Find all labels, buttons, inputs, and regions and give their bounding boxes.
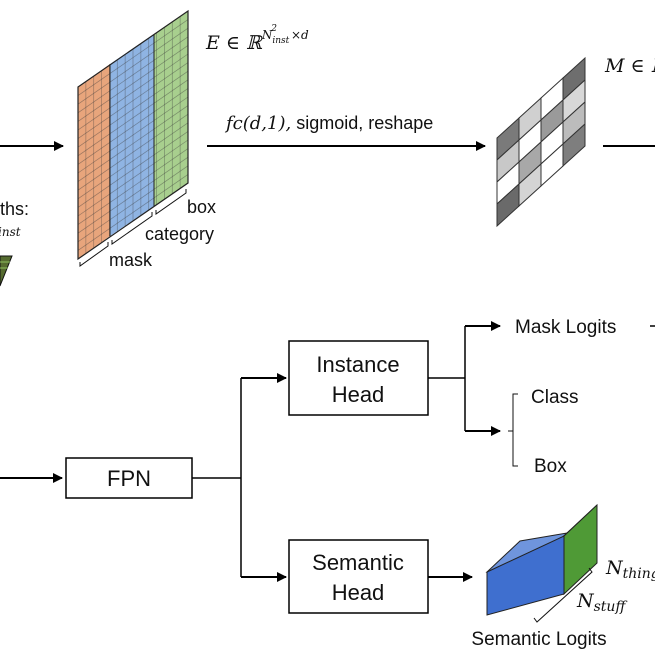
- left-cut-sub: inst: [0, 225, 21, 239]
- mask-segment: [78, 64, 110, 259]
- box-output-label: Box: [534, 456, 567, 477]
- mask-logits-label: Mask Logits: [515, 317, 616, 338]
- n-thing-label: Nthing: [605, 557, 655, 582]
- mask-cell: [562, 122, 586, 168]
- semantic-logits-cuboid: [485, 503, 598, 616]
- mask-matrix: [496, 56, 586, 228]
- mask-matrix-label: M ∈ ℝ: [604, 55, 655, 77]
- category-bracket: [111, 212, 153, 245]
- box-segment: [154, 11, 188, 206]
- fpn-label: FPN: [107, 466, 151, 491]
- fc-label: fc(d,1), sigmoid, reshape: [224, 113, 433, 134]
- category-segment: [110, 34, 154, 236]
- box-bracket: [155, 189, 187, 215]
- box-label: box: [187, 197, 216, 217]
- fpn-box: [65, 457, 193, 499]
- category-label: category: [145, 224, 214, 244]
- cut-off-shape: [0, 255, 13, 287]
- semantic-head-line1: Semantic: [312, 550, 404, 575]
- instance-head-line1: Instance: [316, 352, 399, 377]
- embedding-matrix: [77, 9, 189, 261]
- class-box-bracket: [512, 393, 518, 467]
- n-stuff-label: Nstuff: [576, 590, 627, 615]
- mask-bracket: [79, 242, 109, 267]
- n-stuff-bracket: [533, 567, 593, 623]
- mask-label: mask: [109, 250, 153, 270]
- semantic-head-line2: Head: [332, 580, 385, 605]
- embedding-label: E ∈ ℝNinst2×d: [205, 24, 309, 54]
- instance-head-box: [288, 340, 429, 416]
- class-label: Class: [531, 387, 579, 408]
- instance-head-line2: Head: [332, 382, 385, 407]
- left-cut-label: ths:: [0, 199, 29, 219]
- semantic-logits-label: Semantic Logits: [471, 629, 606, 650]
